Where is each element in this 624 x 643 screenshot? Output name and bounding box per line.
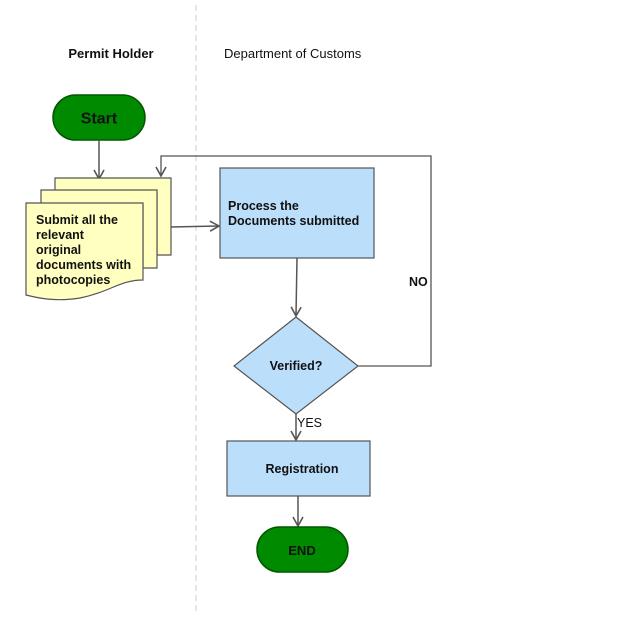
submit-documents-node: Submit all the relevant original documen… bbox=[25, 177, 172, 301]
submit-documents-label: Submit all the relevant original documen… bbox=[36, 213, 135, 287]
registration-node: Registration bbox=[226, 440, 371, 497]
lane-label-department-of-customs: Department of Customs bbox=[224, 46, 362, 61]
submit-label-line-1: Submit all the bbox=[36, 213, 118, 227]
submit-label-line-3: original bbox=[36, 243, 81, 257]
registration-label: Registration bbox=[266, 462, 339, 476]
process-documents-shape bbox=[219, 167, 375, 259]
lane-label-permit-holder: Permit Holder bbox=[68, 46, 153, 61]
edge-no-loop-back bbox=[155, 155, 432, 367]
submit-label-line-4: documents with bbox=[36, 258, 131, 272]
process-documents-node: Process the Documents submitted bbox=[219, 167, 375, 259]
document-shape-front bbox=[25, 202, 144, 301]
end-node-shape bbox=[256, 526, 349, 573]
yes-edge-label: YES bbox=[297, 416, 322, 430]
end-node: END bbox=[256, 526, 349, 573]
verified-decision-node: Verified? bbox=[233, 316, 359, 415]
edge-submit-to-process bbox=[170, 220, 221, 232]
submit-label-line-2: relevant bbox=[36, 228, 85, 242]
submit-label-line-5: photocopies bbox=[36, 273, 110, 287]
process-label-line-2: Documents submitted bbox=[228, 214, 359, 228]
no-edge-label: NO bbox=[409, 275, 428, 289]
start-node-label: Start bbox=[81, 111, 118, 128]
process-label-line-1: Process the bbox=[228, 199, 299, 213]
process-documents-label: Process the Documents submitted bbox=[228, 199, 359, 228]
edge-process-to-decision bbox=[290, 257, 302, 318]
verified-decision-label: Verified? bbox=[270, 359, 323, 373]
start-node: Start bbox=[52, 94, 146, 141]
registration-shape bbox=[226, 440, 371, 497]
end-node-label: END bbox=[288, 543, 315, 558]
